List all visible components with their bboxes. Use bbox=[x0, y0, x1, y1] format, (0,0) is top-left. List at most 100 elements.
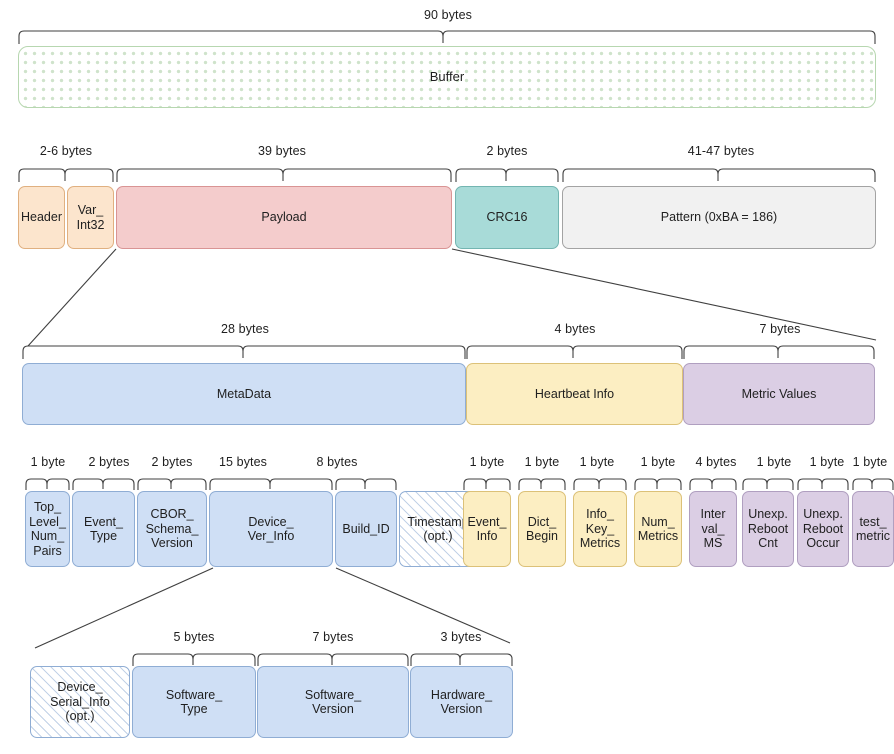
field-header-label: Header bbox=[21, 210, 62, 225]
field-top-level-num-pairs: Top_ Level_ Num_ Pairs bbox=[25, 491, 70, 567]
size-label-row4-7: 1 byte bbox=[579, 455, 615, 469]
brace-row4-5 bbox=[463, 478, 511, 491]
size-label-row2-3: 41-47 bytes bbox=[687, 144, 755, 158]
brace-row2-0 bbox=[18, 168, 114, 183]
field-payload: Payload bbox=[116, 186, 452, 249]
field-var-int32: Var_ Int32 bbox=[67, 186, 114, 249]
size-label-row4-12: 1 byte bbox=[852, 455, 888, 469]
field-unexp-reboot-cnt-label: Unexp. Reboot Cnt bbox=[747, 507, 789, 551]
brace-row4-8 bbox=[634, 478, 682, 491]
size-label-row4-4: 8 bytes bbox=[316, 455, 358, 469]
size-label-row4-2: 2 bytes bbox=[151, 455, 193, 469]
size-label-row4-5: 1 byte bbox=[469, 455, 505, 469]
field-var-int32-label: Var_ Int32 bbox=[76, 203, 105, 232]
size-label-row4-10: 1 byte bbox=[756, 455, 792, 469]
brace-row2-3 bbox=[562, 168, 876, 183]
field-hardware-version-label: Hardware_ Version bbox=[430, 687, 493, 717]
brace-row4-0 bbox=[25, 478, 70, 491]
field-metric-values: Metric Values bbox=[683, 363, 875, 425]
field-device-ver-info: Device_ Ver_Info bbox=[209, 491, 333, 567]
field-heartbeat-info: Heartbeat Info bbox=[466, 363, 683, 425]
field-test-metric: test_ metric bbox=[852, 491, 894, 567]
size-label-row3-2: 7 bytes bbox=[759, 322, 801, 336]
size-label-row4-6: 1 byte bbox=[524, 455, 560, 469]
field-payload-label: Payload bbox=[261, 210, 307, 225]
brace-row4-7 bbox=[573, 478, 627, 491]
size-label-row4-9: 4 bytes bbox=[695, 455, 737, 469]
brace-row3-1 bbox=[466, 345, 683, 360]
field-build-id-label: Build_ID bbox=[342, 521, 390, 536]
size-label-row4-8: 1 byte bbox=[640, 455, 676, 469]
brace-row4-6 bbox=[518, 478, 566, 491]
brace-row4-3 bbox=[209, 478, 333, 491]
size-label-row4-3: 15 bytes bbox=[218, 455, 268, 469]
field-software-type: Software_ Type bbox=[132, 666, 256, 738]
field-crc16-label: CRC16 bbox=[486, 210, 528, 225]
brace-row5-2 bbox=[410, 653, 513, 667]
field-timestamp-label: Timestamp (opt.) bbox=[407, 514, 469, 544]
field-software-version: Software_ Version bbox=[257, 666, 409, 738]
size-label-row1-0: 90 bytes bbox=[423, 8, 473, 22]
field-heartbeat-info-label: Heartbeat Info bbox=[534, 386, 615, 401]
field-event-info-label: Event_ Info bbox=[467, 514, 507, 544]
size-label-row5-1: 7 bytes bbox=[312, 630, 354, 644]
field-software-version-label: Software_ Version bbox=[304, 687, 362, 717]
field-interval-ms-label: Inter val_ MS bbox=[700, 507, 726, 551]
brace-row1-0 bbox=[18, 30, 876, 45]
field-build-id: Build_ID bbox=[335, 491, 397, 567]
field-dict-begin: Dict_ Begin bbox=[518, 491, 566, 567]
field-header: Header bbox=[18, 186, 65, 249]
field-interval-ms: Inter val_ MS bbox=[689, 491, 737, 567]
size-label-row2-0: 2-6 bytes bbox=[39, 144, 93, 158]
field-device-serial-info: Device_ Serial_Info (opt.) bbox=[30, 666, 130, 738]
field-buffer: Buffer bbox=[18, 46, 876, 108]
brace-row4-11 bbox=[797, 478, 849, 491]
field-event-type: Event_ Type bbox=[72, 491, 135, 567]
brace-row4-2 bbox=[137, 478, 207, 491]
field-cbor-schema-version: CBOR_ Schema_ Version bbox=[137, 491, 207, 567]
field-event-info: Event_ Info bbox=[463, 491, 511, 567]
field-metadata-label: MetaData bbox=[216, 386, 272, 401]
field-test-metric-label: test_ metric bbox=[855, 514, 891, 544]
field-pattern: Pattern (0xBA = 186) bbox=[562, 186, 876, 249]
field-crc16: CRC16 bbox=[455, 186, 559, 249]
field-hardware-version: Hardware_ Version bbox=[410, 666, 513, 738]
brace-row4-12 bbox=[852, 478, 894, 491]
size-label-row2-1: 39 bytes bbox=[257, 144, 307, 158]
brace-row3-0 bbox=[22, 345, 466, 360]
brace-row4-1 bbox=[72, 478, 135, 491]
brace-row4-10 bbox=[742, 478, 794, 491]
brace-row5-1 bbox=[257, 653, 409, 667]
brace-row4-9 bbox=[689, 478, 737, 491]
size-label-row2-2: 2 bytes bbox=[486, 144, 528, 158]
field-metadata: MetaData bbox=[22, 363, 466, 425]
field-info-key-metrics-label: Info_ Key_ Metrics bbox=[579, 507, 621, 551]
field-software-type-label: Software_ Type bbox=[165, 687, 223, 717]
field-device-ver-info-label: Device_ Ver_Info bbox=[247, 514, 295, 544]
field-top-level-num-pairs-label: Top_ Level_ Num_ Pairs bbox=[29, 500, 66, 558]
size-label-row5-0: 5 bytes bbox=[173, 630, 215, 644]
field-buffer-label: Buffer bbox=[429, 68, 465, 84]
brace-row3-2 bbox=[683, 345, 875, 360]
size-label-row4-1: 2 bytes bbox=[88, 455, 130, 469]
field-cbor-schema-version-label: CBOR_ Schema_ Version bbox=[145, 507, 199, 551]
field-event-type-label: Event_ Type bbox=[84, 514, 123, 544]
size-label-row5-2: 3 bytes bbox=[440, 630, 482, 644]
brace-row4-4 bbox=[335, 478, 397, 491]
field-unexp-reboot-occur-label: Unexp. Reboot Occur bbox=[802, 507, 844, 551]
brace-row2-2 bbox=[455, 168, 559, 183]
brace-row2-1 bbox=[116, 168, 452, 183]
field-info-key-metrics: Info_ Key_ Metrics bbox=[573, 491, 627, 567]
brace-row5-0 bbox=[132, 653, 256, 667]
size-label-row4-0: 1 byte bbox=[30, 455, 66, 469]
field-unexp-reboot-occur: Unexp. Reboot Occur bbox=[797, 491, 849, 567]
field-pattern-label: Pattern (0xBA = 186) bbox=[660, 210, 778, 225]
size-label-row4-11: 1 byte bbox=[809, 455, 845, 469]
field-num-metrics-label: Num_ Metrics bbox=[637, 514, 679, 544]
field-metric-values-label: Metric Values bbox=[741, 386, 817, 401]
field-dict-begin-label: Dict_ Begin bbox=[526, 514, 558, 544]
field-num-metrics: Num_ Metrics bbox=[634, 491, 682, 567]
size-label-row3-1: 4 bytes bbox=[554, 322, 596, 336]
size-label-row3-0: 28 bytes bbox=[220, 322, 270, 336]
